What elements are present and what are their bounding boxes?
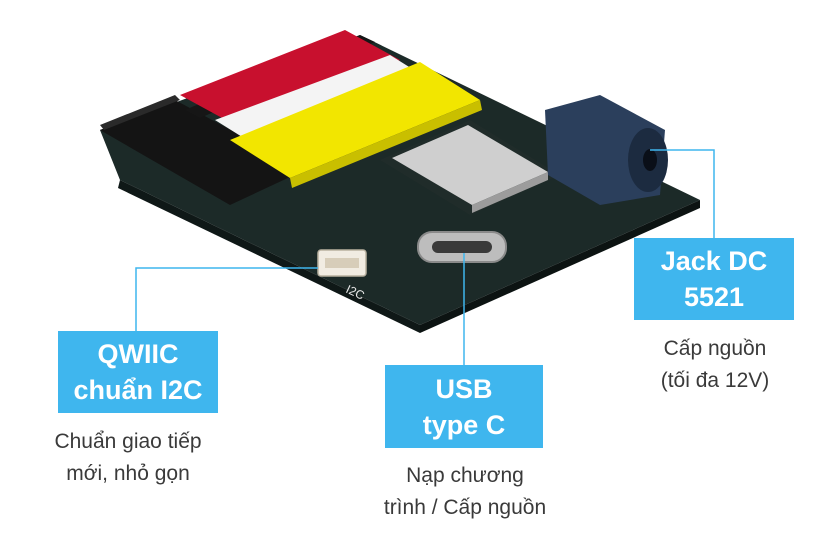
usb-label-box: USB type C: [385, 365, 543, 448]
pcb-edge: [118, 180, 420, 333]
black-header-left: [100, 100, 305, 205]
jack-caption-line2: (tối đa 12V): [660, 369, 770, 392]
yellow-header-row: [230, 62, 480, 178]
usb-title-line1: USB: [435, 373, 493, 404]
qwiic-caption-line1: Chuẩn giao tiếp: [54, 430, 202, 453]
black-header-left-top: [100, 95, 180, 130]
qwiic-title-line2: chuẩn I2C: [73, 375, 203, 405]
jack-label-box: Jack DC 5521: [634, 238, 794, 320]
jack-title-line1: Jack DC: [660, 246, 768, 276]
esp32-module-shield-edge: [472, 172, 548, 213]
qwiic-leader-line: [135, 267, 318, 331]
qwiic-title-line1: QWIIC: [97, 339, 179, 369]
usb-caption-line2: trình / Cấp nguồn: [383, 496, 547, 519]
white-header-row: [215, 55, 430, 145]
esp32-module-shield: [392, 125, 548, 205]
usb-caption-line1: Nạp chương: [406, 464, 524, 487]
usb-c-port-opening: [432, 241, 492, 253]
pcb-edge-right: [420, 200, 700, 333]
qwiic-caption-line2: mới, nhỏ gọn: [66, 462, 190, 485]
yellow-header-shade: [290, 100, 482, 188]
dc-jack-hole: [643, 149, 657, 171]
qwiic-caption: Chuẩn giao tiếp mới, nhỏ gọn: [28, 426, 228, 490]
jack-caption: Cấp nguồn (tối đa 12V): [620, 333, 810, 397]
jack-leader-line: [650, 149, 715, 238]
qwiic-label-box: QWIIC chuẩn I2C: [58, 331, 218, 413]
red-header-row: [180, 30, 400, 125]
jack-title-line2: 5521: [683, 282, 745, 312]
usb-caption: Nạp chương trình / Cấp nguồn: [360, 460, 570, 524]
qwiic-connector-slot: [325, 258, 359, 268]
usb-title-line2: type C: [422, 409, 506, 440]
jack-caption-line1: Cấp nguồn: [663, 337, 767, 360]
